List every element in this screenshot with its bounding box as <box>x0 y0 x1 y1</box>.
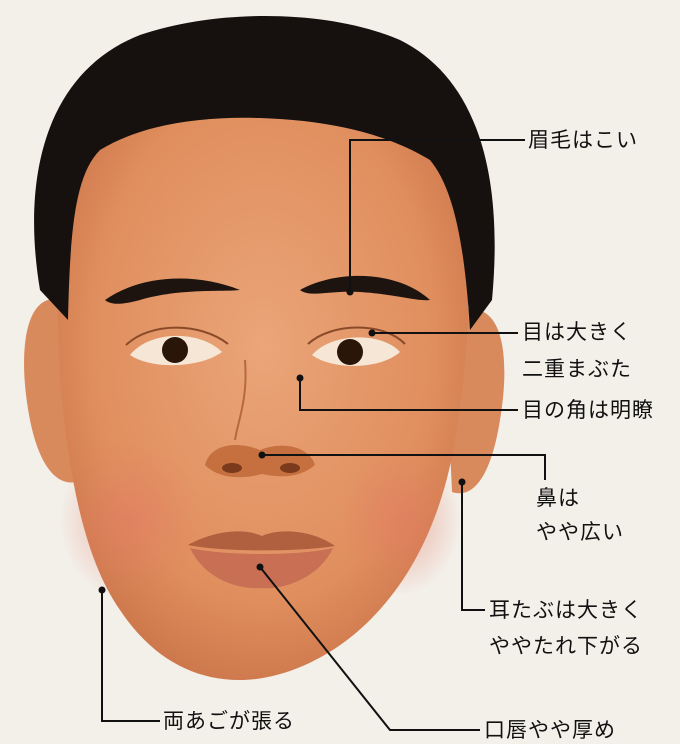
label-nose-line2: やや広い <box>536 518 624 546</box>
label-earlobe-line2: ややたれ下がる <box>489 632 643 660</box>
label-earlobe-line1: 耳たぶは大きく <box>489 596 643 624</box>
label-eyebrows: 眉毛はこい <box>528 126 638 154</box>
label-nose-line1: 鼻は <box>536 484 580 512</box>
left-cheek-blush <box>60 440 200 600</box>
label-jaw: 両あごが張る <box>163 707 295 735</box>
right-cheek-blush <box>340 445 460 595</box>
leader-earlobe <box>462 482 485 610</box>
label-eyes-line2: 二重まぶた <box>522 355 632 383</box>
label-eyes-line1: 目は大きく <box>522 318 632 346</box>
label-eye-corner: 目の角は明瞭 <box>522 396 654 424</box>
label-lips: 口唇やや厚め <box>484 716 616 744</box>
